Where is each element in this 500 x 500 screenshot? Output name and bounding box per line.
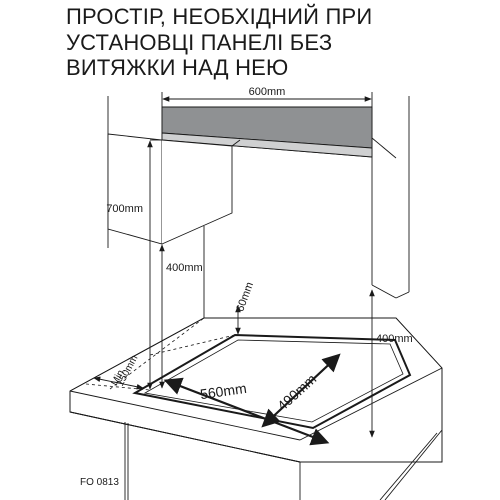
dim-700-label: 700mm	[106, 203, 143, 215]
dim-600-label: 600mm	[249, 86, 286, 98]
dim-400-right-label: 400mm	[376, 333, 413, 345]
diagram-title: ПРОСТІР, НЕОБХІДНИЙ ПРИ УСТАНОВЦІ ПАНЕЛІ…	[66, 4, 486, 81]
title-line-1: ПРОСТІР, НЕОБХІДНИЙ ПРИ	[66, 4, 373, 29]
right-cabinet	[371, 137, 397, 299]
dim-60-label: 60mm	[234, 281, 256, 314]
figure-code: FO 0813	[80, 477, 119, 488]
dim-560-label: 560mm	[199, 380, 247, 402]
dim-490	[261, 353, 341, 428]
dim-150	[93, 376, 144, 390]
title-line-2: УСТАНОВЦІ ПАНЕЛІ БЕЗ	[66, 29, 333, 55]
dim-400-left-label: 400mm	[166, 262, 203, 274]
dim-700	[147, 139, 162, 390]
left-wall-cabinet	[107, 133, 241, 245]
dim-560	[163, 377, 330, 446]
dim-600-top	[161, 92, 373, 107]
upper-shelf	[161, 106, 373, 158]
title-line-3: ВИТЯЖКИ НАД НЕЮ	[66, 55, 289, 80]
